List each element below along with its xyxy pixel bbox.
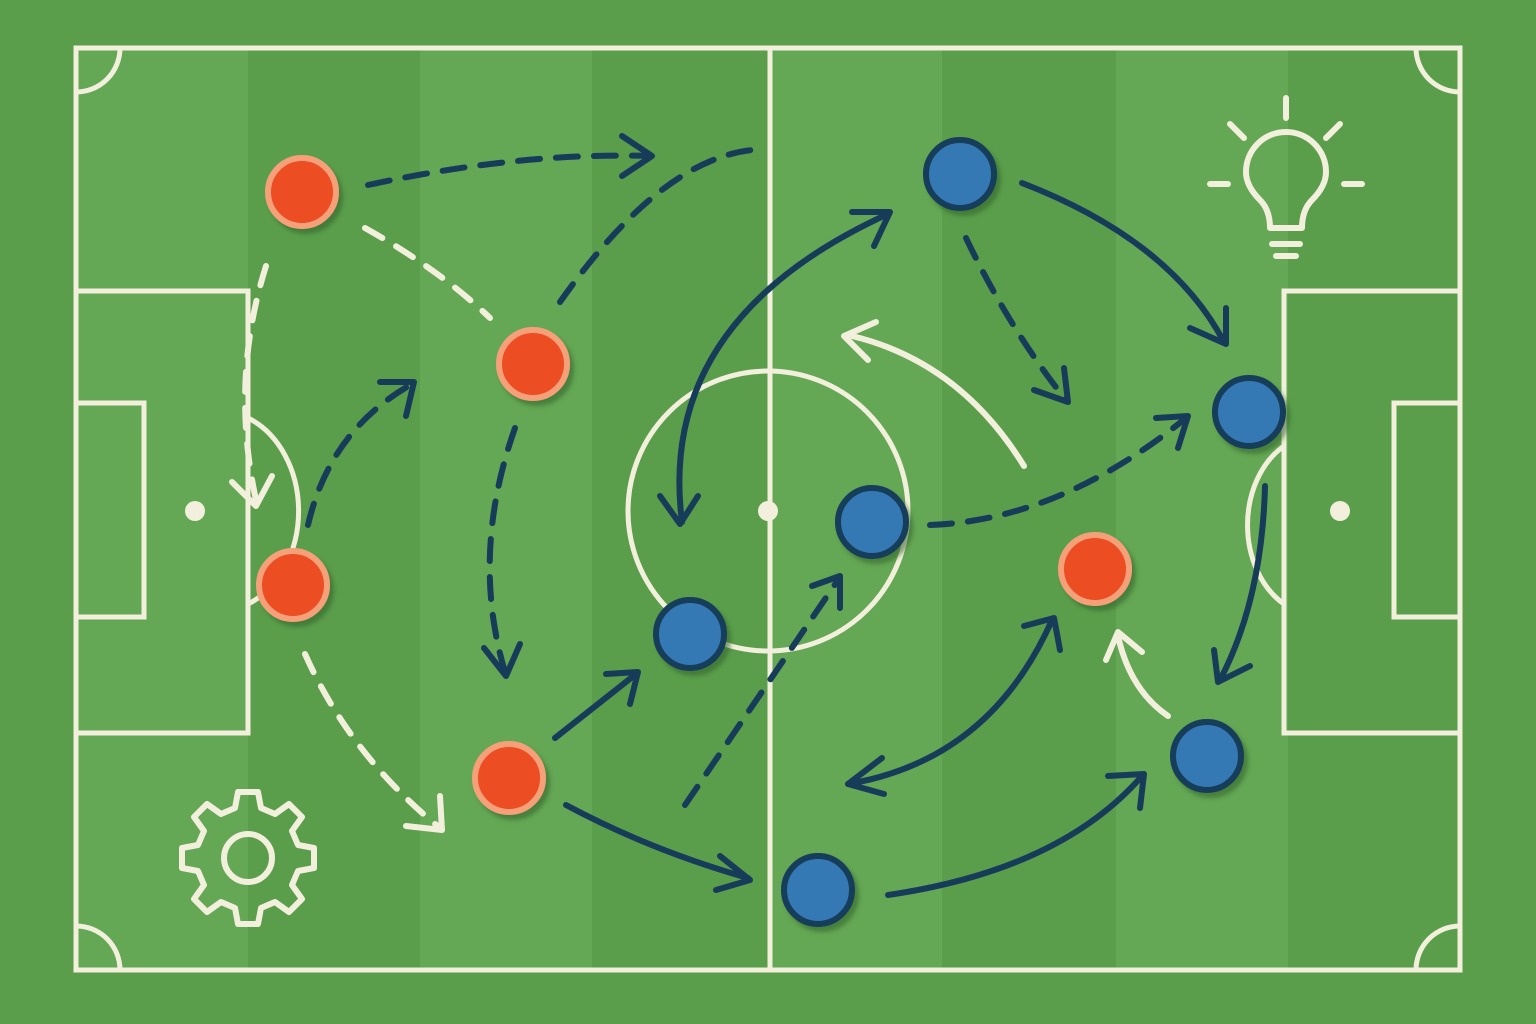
dashed-run-arrow [305, 381, 415, 528]
dashed-light-arrow [302, 651, 443, 831]
pass-arrow [563, 802, 751, 881]
dashed-run-arrow [486, 425, 518, 675]
dashed-pass-arrow [365, 152, 653, 188]
bulb-ray [1227, 121, 1247, 141]
team-b-player [835, 485, 909, 559]
arrow-head [481, 641, 523, 679]
arrow-head [229, 473, 275, 509]
player-marker [472, 741, 546, 815]
arrow-head [1021, 615, 1063, 653]
right-penalty-arc [1245, 443, 1286, 607]
bulb-glass [1243, 129, 1329, 231]
light-curve-arrow [1115, 633, 1171, 719]
center-circle [625, 368, 911, 654]
arrow-head [403, 793, 445, 833]
team-b-player [781, 853, 855, 927]
corner-arc [75, 47, 123, 95]
team-a-player [1058, 532, 1132, 606]
arrow-head [657, 493, 701, 527]
player-marker [1212, 375, 1286, 449]
gear-hole [221, 831, 275, 885]
center-spot [758, 501, 778, 521]
arrow-head [713, 853, 753, 893]
arrow-head [1211, 647, 1253, 685]
grass-stripe [420, 48, 592, 970]
dashed-light-arrow [242, 263, 269, 503]
arrow-head [849, 209, 893, 249]
team-b-player [923, 137, 997, 211]
pass-arrow [885, 773, 1145, 898]
corner-arc [75, 923, 123, 971]
grass-stripe [76, 48, 248, 970]
player-marker [781, 853, 855, 927]
arrow-head [1187, 305, 1229, 347]
arrow-head [1103, 629, 1145, 663]
arrow-head [377, 379, 417, 419]
left-penalty-spot [185, 501, 205, 521]
player-marker [1058, 532, 1132, 606]
arrow-head [1153, 413, 1191, 451]
arrow-head [603, 669, 641, 707]
left-goal-area [73, 400, 147, 620]
arrow-head [1105, 771, 1147, 811]
gear-outline [179, 789, 317, 927]
bulb-ray [1323, 121, 1343, 141]
arrow-head [619, 133, 655, 179]
dashed-pass-arrow [927, 415, 1189, 528]
player-marker [256, 548, 330, 622]
arrow-head [1031, 365, 1071, 405]
double-arrow [845, 617, 1055, 787]
pitch-markings [73, 45, 1463, 973]
player-marker [835, 485, 909, 559]
player-marker [265, 155, 339, 229]
right-penalty-spot [1330, 501, 1350, 521]
pass-arrow [552, 671, 639, 741]
team-a-player [256, 548, 330, 622]
corner-arc [1413, 923, 1461, 971]
dark-arrows [305, 133, 1268, 898]
player-marker [496, 327, 570, 401]
gear-icon [179, 789, 317, 927]
corner-arc [1413, 47, 1461, 95]
dashed-run-arrow [963, 235, 1069, 403]
dashed-pass-arrow [682, 577, 841, 808]
pitch-spots [185, 501, 1350, 521]
lightbulb-icon [1207, 95, 1365, 259]
team-a-player [265, 155, 339, 229]
team-b-player [653, 597, 727, 671]
arrow-head [809, 573, 843, 611]
light-arrows [229, 225, 1171, 833]
right-goal-area [1391, 400, 1463, 620]
arrow-head [845, 755, 887, 797]
player-marker [923, 137, 997, 211]
dashed-light-arrow [362, 225, 493, 321]
team-b-player [1212, 375, 1286, 449]
team-a-player [472, 741, 546, 815]
team-b-player [1170, 719, 1244, 793]
players [256, 137, 1286, 927]
player-marker [653, 597, 727, 671]
light-curve-arrow [849, 333, 1027, 469]
pass-arrow [1019, 180, 1227, 345]
player-marker [1170, 719, 1244, 793]
team-a-player [496, 327, 570, 401]
dashed-pass-arrow [557, 147, 755, 305]
double-arrow [676, 211, 891, 525]
arrow-head [841, 319, 879, 363]
pass-arrow [1217, 483, 1268, 683]
